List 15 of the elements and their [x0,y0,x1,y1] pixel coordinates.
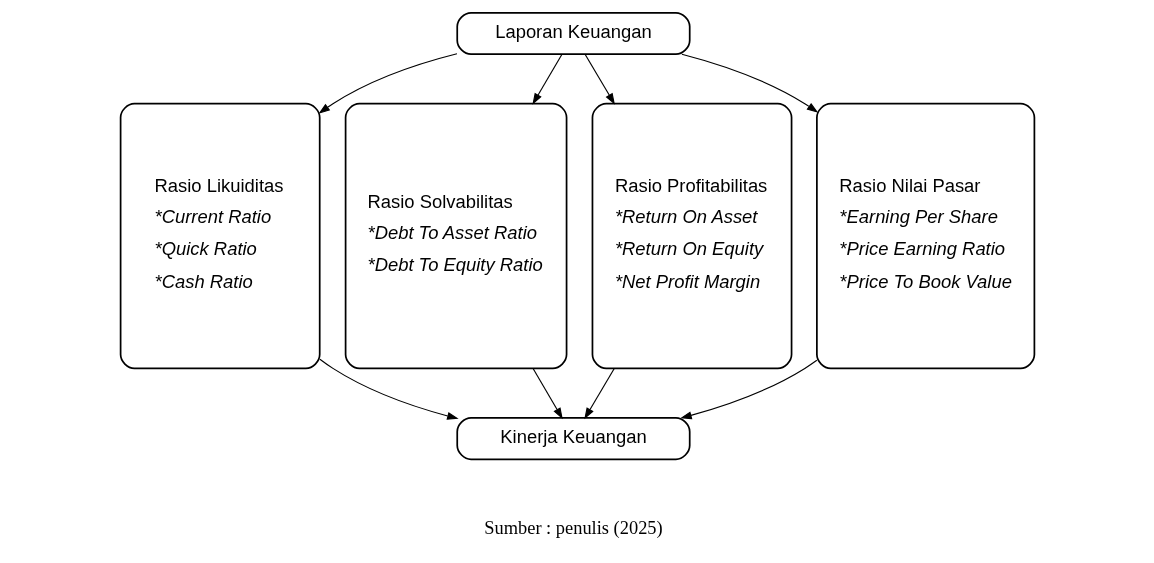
arrow [318,358,459,420]
label: Sumber : penulis (2025) [483,517,663,538]
node-box: Rasio Nilai Pasar *Earning Per Share *Price Earning Ratio *Price To Book Value [815,102,1035,370]
arrow [583,367,615,420]
arrow [680,53,818,113]
node-box: Rasio Likuiditas *Current Ratio *Quick Ratio *Cash Ratio [119,102,321,370]
arrow [532,367,563,420]
node-box: Kinerja Keuangan [455,417,691,461]
arrow [531,53,563,105]
node-box: Rasio Solvabilitas *Debt To Asset Ratio *Debt To Equity Ratio [344,102,567,370]
arrow [583,53,615,105]
arrow [679,359,817,420]
node-box: Rasio Profitabilitas *Return On Asset *Return On Equity *Net Profit Margin [591,102,792,370]
arrow [318,53,458,114]
node-box: Laporan Keuangan [455,11,691,56]
